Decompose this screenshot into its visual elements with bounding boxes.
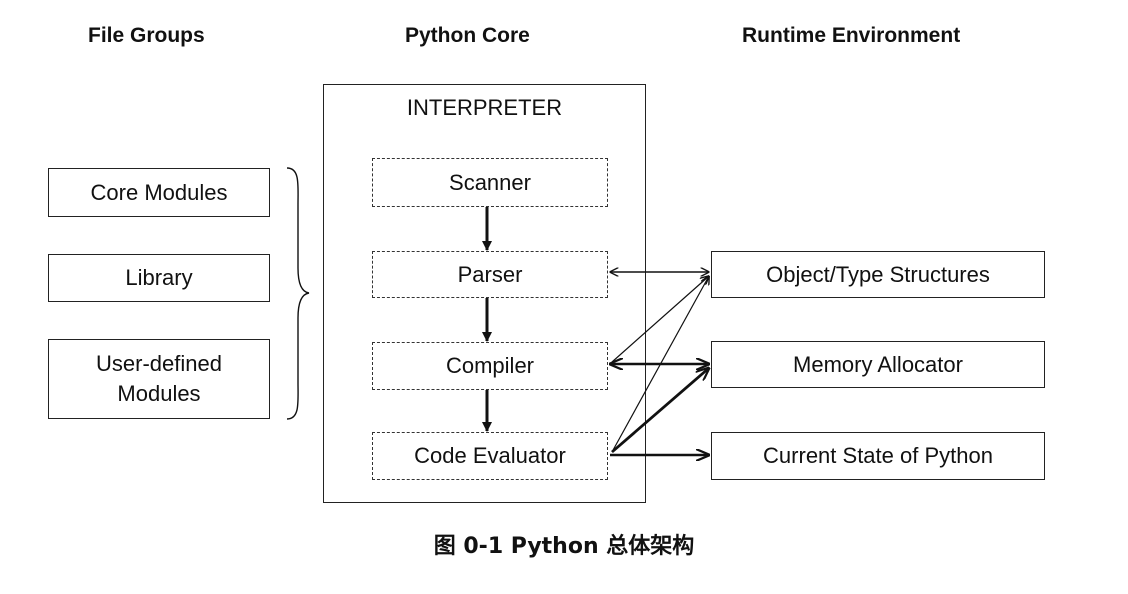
file-groups-heading: File Groups <box>88 24 205 47</box>
memory-allocator-label: Memory Allocator <box>793 351 963 377</box>
figure-caption: 图 0-1 Python 总体架构 <box>433 534 695 559</box>
library-label: Library <box>125 265 193 290</box>
core-modules-box: Core Modules <box>48 168 270 217</box>
evaluator-memory-arrow <box>611 368 709 454</box>
file-groups-brace <box>286 167 310 420</box>
object-type-structures-label: Object/Type Structures <box>766 261 990 287</box>
user-defined-modules-box: User-defined Modules <box>48 339 270 419</box>
parser-box: Parser <box>372 251 608 298</box>
user-defined-label-line1: User-defined <box>96 351 222 376</box>
runtime-environment-heading: Runtime Environment <box>742 24 961 47</box>
memory-allocator-box: Memory Allocator <box>711 341 1045 388</box>
current-state-label: Current State of Python <box>763 443 993 468</box>
code-evaluator-box: Code Evaluator <box>372 432 608 480</box>
interpreter-title: INTERPRETER <box>406 95 563 120</box>
core-modules-label: Core Modules <box>90 179 228 205</box>
evaluator-object-arrow <box>611 276 709 453</box>
object-type-structures-box: Object/Type Structures <box>711 251 1045 298</box>
interpreter-frame: INTERPRETER <box>323 84 646 503</box>
scanner-label: Scanner <box>449 169 531 195</box>
compiler-label: Compiler <box>445 353 535 378</box>
scanner-box: Scanner <box>372 158 608 207</box>
compiler-object-arrow <box>611 276 709 363</box>
library-box: Library <box>48 254 270 302</box>
user-defined-label-line2: Modules <box>117 381 201 406</box>
python-core-heading: Python Core <box>405 24 530 47</box>
code-evaluator-label: Code Evaluator <box>414 443 566 468</box>
compiler-box: Compiler <box>372 342 608 390</box>
parser-label: Parser <box>457 261 523 287</box>
current-state-box: Current State of Python <box>711 432 1045 480</box>
